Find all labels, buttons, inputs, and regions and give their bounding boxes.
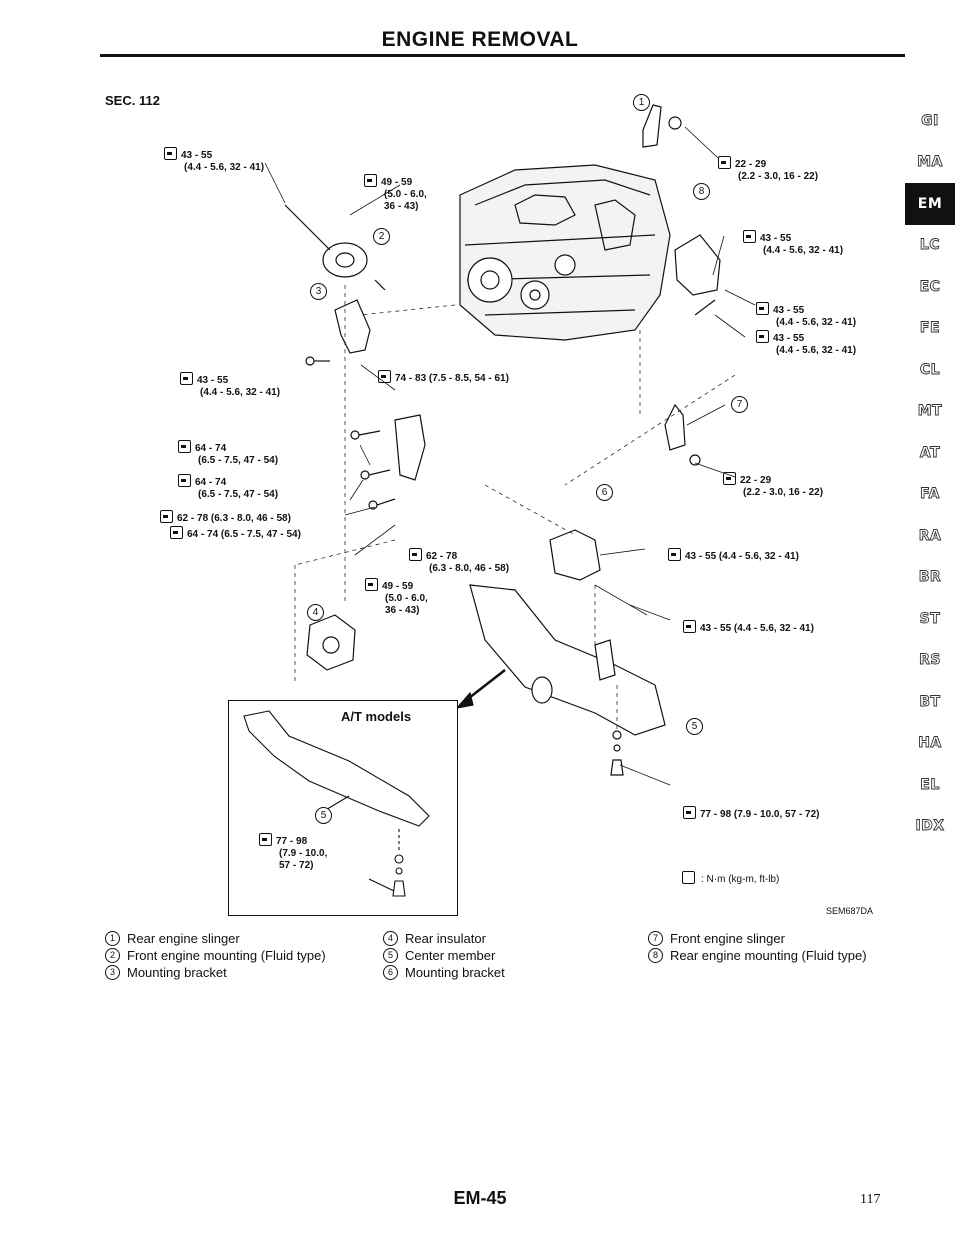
- torque-wrench-icon: [756, 330, 769, 343]
- torque-spec: 43 - 55(4.4 - 5.6, 32 - 41): [756, 330, 856, 357]
- torque-spec: 62 - 78(6.3 - 8.0, 46 - 58): [409, 548, 509, 575]
- torque-unit-legend: : N·m (kg-m, ft-lb): [682, 871, 779, 885]
- torque-wrench-icon: [683, 620, 696, 633]
- section-label: SEC. 112: [105, 93, 160, 108]
- torque-wrench-icon: [178, 474, 191, 487]
- tab-fe[interactable]: FE: [919, 320, 941, 337]
- tab-idx[interactable]: IDX: [915, 818, 945, 835]
- torque-wrench-icon: [743, 230, 756, 243]
- torque-spec: 43 - 55(4.4 - 5.6, 32 - 41): [756, 302, 856, 329]
- torque-spec: 77 - 98 (7.9 - 10.0, 57 - 72): [683, 806, 820, 821]
- at-models-inset: A/T models 5 77 - 98(7.9 - 10.0,57 - 72): [228, 700, 458, 916]
- tab-ha[interactable]: HA: [918, 735, 942, 752]
- at-models-title: A/T models: [341, 709, 412, 724]
- torque-wrench-icon: [378, 370, 391, 383]
- torque-wrench-icon: [170, 526, 183, 539]
- torque-spec: 74 - 83 (7.5 - 8.5, 54 - 61): [378, 370, 509, 385]
- torque-wrench-icon: [668, 548, 681, 561]
- tab-cl[interactable]: CL: [919, 361, 941, 378]
- tab-mt[interactable]: MT: [917, 403, 943, 420]
- torque-wrench-icon: [723, 472, 736, 485]
- torque-spec: 43 - 55 (4.4 - 5.6, 32 - 41): [668, 548, 799, 563]
- torque-wrench-icon: [718, 156, 731, 169]
- callout-3: 3: [310, 283, 327, 300]
- torque-spec: 43 - 55(4.4 - 5.6, 32 - 41): [743, 230, 843, 257]
- torque-spec: 64 - 74(6.5 - 7.5, 47 - 54): [178, 440, 278, 467]
- torque-spec: 22 - 29(2.2 - 3.0, 16 - 22): [723, 472, 823, 499]
- section-tabs: GI MA EM LC EC FE CL MT AT FA RA BR ST R…: [905, 100, 955, 847]
- callout-8: 8: [693, 183, 710, 200]
- callout-5: 5: [686, 718, 703, 735]
- torque-spec: 22 - 29(2.2 - 3.0, 16 - 22): [718, 156, 818, 183]
- torque-wrench-icon: [160, 510, 173, 523]
- tab-ra[interactable]: RA: [918, 527, 942, 544]
- torque-spec: 64 - 74 (6.5 - 7.5, 47 - 54): [170, 526, 301, 541]
- tab-bt[interactable]: BT: [919, 693, 941, 710]
- callout-6: 6: [596, 484, 613, 501]
- torque-wrench-icon: [178, 440, 191, 453]
- torque-spec: 43 - 55(4.4 - 5.6, 32 - 41): [164, 147, 264, 174]
- tab-fa[interactable]: FA: [920, 486, 940, 503]
- torque-wrench-icon: [259, 833, 272, 846]
- callout-5-inset: 5: [315, 807, 332, 824]
- torque-wrench-icon: [364, 174, 377, 187]
- page-number: 117: [860, 1192, 881, 1207]
- tab-ec[interactable]: EC: [919, 278, 941, 295]
- title-rule: [100, 54, 905, 57]
- tab-em[interactable]: EM: [905, 183, 955, 225]
- tab-ma[interactable]: MA: [917, 154, 943, 171]
- tab-gi[interactable]: GI: [921, 112, 939, 129]
- tab-at[interactable]: AT: [919, 444, 941, 461]
- page-code: EM-45: [453, 1188, 507, 1208]
- engine-mount-diagram: [264, 104, 756, 786]
- page-title: ENGINE REMOVAL: [381, 28, 579, 51]
- tab-st[interactable]: ST: [919, 610, 941, 627]
- callout-7: 7: [731, 396, 748, 413]
- callout-2: 2: [373, 228, 390, 245]
- torque-wrench-icon: [365, 578, 378, 591]
- torque-wrench-icon: [683, 806, 696, 819]
- center-member-at-drawing: [243, 710, 430, 897]
- tab-br[interactable]: BR: [918, 569, 942, 586]
- tab-rs[interactable]: RS: [919, 652, 941, 669]
- torque-spec: 49 - 59(5.0 - 6.0,36 - 43): [365, 578, 428, 617]
- callout-1: 1: [633, 94, 650, 111]
- torque-spec: 77 - 98(7.9 - 10.0,57 - 72): [259, 833, 327, 872]
- torque-wrench-icon: [409, 548, 422, 561]
- torque-wrench-icon: [756, 302, 769, 315]
- torque-spec: 62 - 78 (6.3 - 8.0, 46 - 58): [160, 510, 291, 525]
- torque-spec: 43 - 55 (4.4 - 5.6, 32 - 41): [683, 620, 814, 635]
- tab-el[interactable]: EL: [920, 776, 940, 793]
- torque-spec: 49 - 59(5.0 - 6.0,36 - 43): [364, 174, 427, 213]
- torque-wrench-icon: [180, 372, 193, 385]
- figure-code: SEM687DA: [826, 906, 874, 916]
- tab-lc[interactable]: LC: [919, 237, 941, 254]
- torque-wrench-icon: [164, 147, 177, 160]
- torque-spec: 43 - 55(4.4 - 5.6, 32 - 41): [180, 372, 280, 399]
- callout-4: 4: [307, 604, 324, 621]
- torque-spec: 64 - 74(6.5 - 7.5, 47 - 54): [178, 474, 278, 501]
- torque-wrench-icon: [682, 871, 695, 884]
